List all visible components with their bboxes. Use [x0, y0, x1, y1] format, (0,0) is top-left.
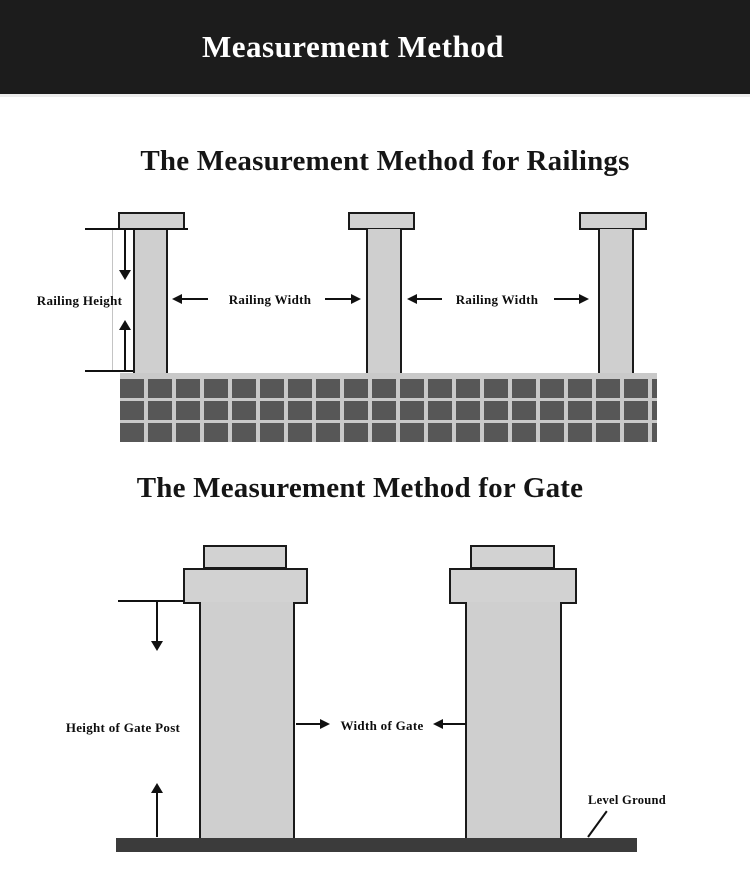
railing-width-1-left-line: [181, 298, 208, 300]
level-ground-label: Level Ground: [587, 793, 667, 807]
railing-height-label: Railing Height: [36, 293, 123, 308]
gate-post-left-wide-cap: [183, 568, 308, 604]
up-arrow-icon: [151, 783, 163, 793]
left-arrow-icon: [433, 719, 443, 729]
gate-post-right-top-cap: [470, 545, 555, 569]
ground-bar: [116, 838, 637, 852]
left-arrow-icon: [172, 294, 182, 304]
gate-post-right-body: [465, 602, 562, 838]
railing-post-1-body: [133, 229, 168, 373]
railing-post-2-body: [366, 229, 402, 373]
railing-width-2-label: Railing Width: [455, 292, 539, 307]
down-arrow-icon: [151, 641, 163, 651]
right-arrow-icon: [579, 294, 589, 304]
railing-height-up-arrow-line: [124, 329, 126, 370]
gate-height-up-arrow-line: [156, 792, 158, 837]
railing-height-bottom-line: [85, 370, 133, 372]
railing-width-2-left-line: [416, 298, 442, 300]
railing-post-3-body: [598, 229, 634, 373]
railing-width-1-right-line: [325, 298, 352, 300]
railing-width-1-label: Railing Width: [228, 292, 312, 307]
right-arrow-icon: [320, 719, 330, 729]
railing-height-top-line: [85, 228, 188, 230]
gate-section-title: The Measurement Method for Gate: [136, 472, 584, 504]
gate-width-left-line: [296, 723, 321, 725]
gate-height-down-arrow-line: [156, 602, 158, 642]
railing-width-2-right-line: [554, 298, 580, 300]
gate-height-top-line: [118, 600, 184, 602]
left-arrow-icon: [407, 294, 417, 304]
railing-height-reference-line: [112, 230, 113, 370]
level-ground-pointer-line: [587, 810, 608, 838]
railings-section-title: The Measurement Method for Railings: [140, 145, 630, 177]
gate-post-height-label: Height of Gate Post: [65, 720, 181, 735]
brick-wall: [120, 373, 657, 442]
up-arrow-icon: [119, 320, 131, 330]
gate-width-right-line: [442, 723, 466, 725]
gate-post-left-top-cap: [203, 545, 287, 569]
railing-post-2-cap: [348, 212, 415, 230]
gate-post-right-wide-cap: [449, 568, 577, 604]
down-arrow-icon: [119, 270, 131, 280]
right-arrow-icon: [351, 294, 361, 304]
railing-height-down-arrow-line: [124, 230, 126, 271]
header-banner: Measurement Method: [0, 0, 750, 97]
page-title: Measurement Method: [201, 29, 504, 64]
gate-width-label: Width of Gate: [340, 718, 424, 733]
railing-post-3-cap: [579, 212, 647, 230]
gate-post-left-body: [199, 602, 295, 838]
